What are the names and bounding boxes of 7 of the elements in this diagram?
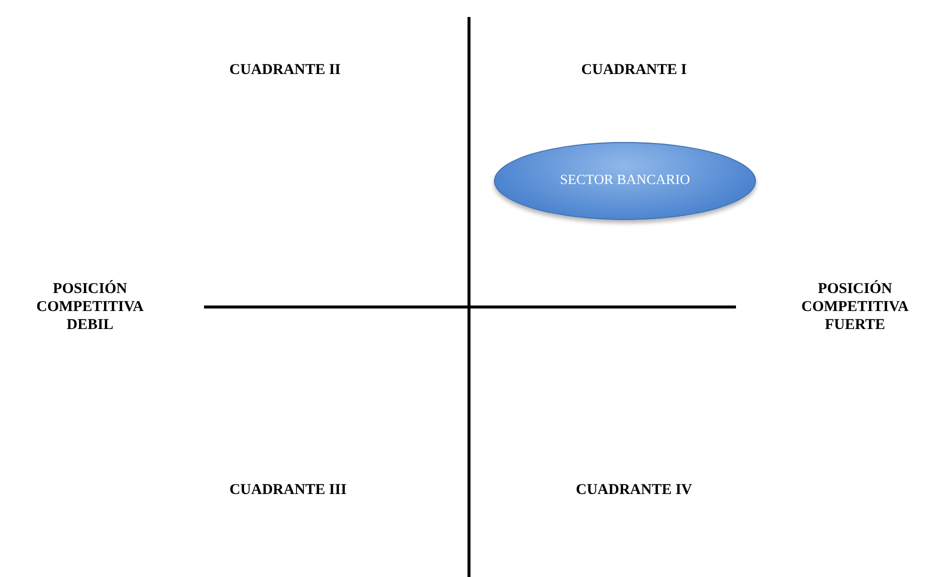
quadrant-label: CUADRANTE II bbox=[229, 61, 341, 79]
node-label: SECTOR BANCARIO bbox=[560, 173, 690, 189]
quadrant-label: CUADRANTE IV bbox=[576, 481, 692, 499]
axis-label: POSICIÓN COMPETITIVA DEBIL bbox=[35, 280, 145, 334]
quadrant-label: CUADRANTE I bbox=[581, 61, 687, 79]
quadrant-label: CUADRANTE III bbox=[229, 481, 347, 499]
axis-label: POSICIÓN COMPETITIVA FUERTE bbox=[800, 280, 910, 334]
